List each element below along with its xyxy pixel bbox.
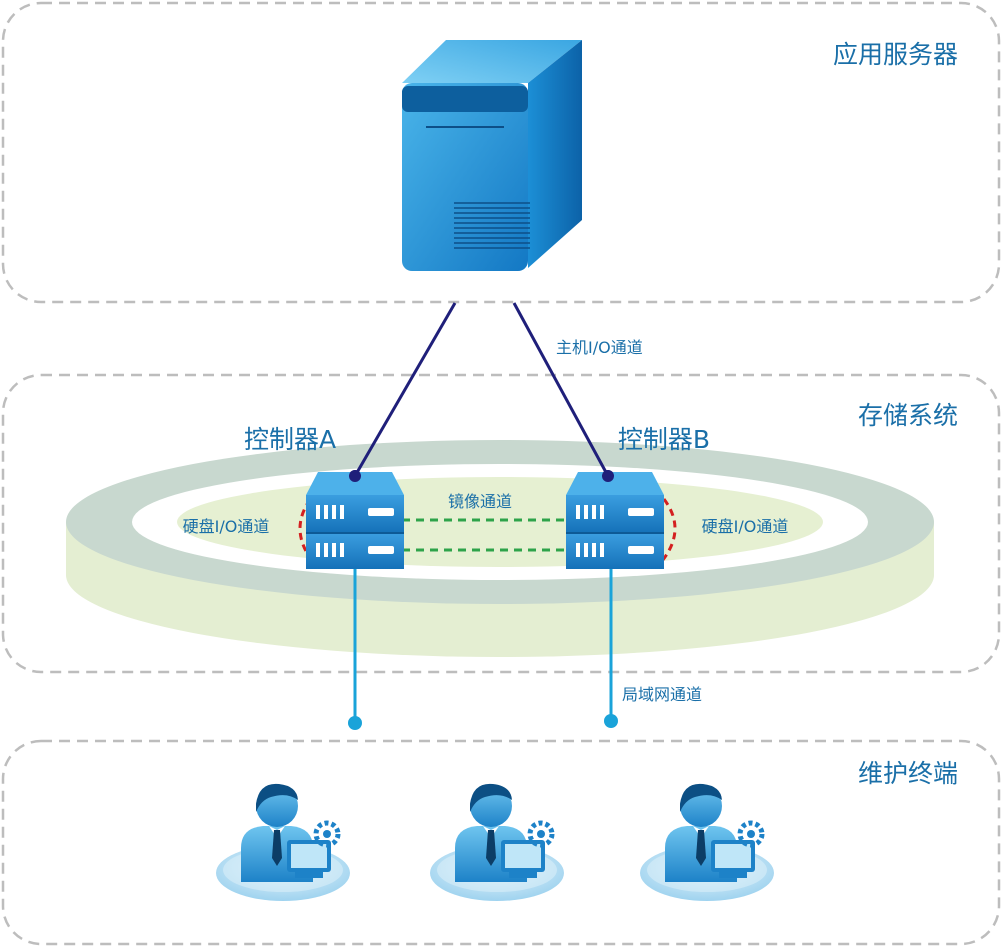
lan-endpoint-a [348, 716, 362, 730]
zone-maintenance-terminal: 维护终端 [1, 739, 1001, 946]
terminal-1 [216, 783, 350, 901]
controller-a-icon [306, 472, 404, 569]
disk-io-label-right: 硬盘I/O通道 [702, 517, 789, 536]
user-terminal-icon [216, 783, 350, 901]
mirror-channel-label: 镜像通道 [448, 492, 512, 511]
server-icon [402, 40, 582, 271]
user-terminal-icon [640, 783, 774, 901]
user-terminal-icon [430, 783, 564, 901]
zone-storage-system: 存储系统 [1, 373, 1001, 674]
lan-channel-label: 局域网通道 [622, 685, 702, 704]
lan-endpoint-b [604, 714, 618, 728]
zone-title-app-server: 应用服务器 [833, 40, 958, 69]
lan-link [348, 569, 618, 730]
zone-title-storage-system: 存储系统 [858, 401, 958, 430]
host-io-label: 主机I/O通道 [556, 338, 643, 357]
controller-b-title: 控制器B [618, 425, 710, 454]
zone-title-maintenance-terminal: 维护终端 [858, 759, 958, 788]
zone-app-server: 应用服务器 [1, 1, 1001, 304]
storage-platform [66, 440, 934, 657]
terminal-2 [430, 783, 564, 901]
disk-io-label-left: 硬盘I/O通道 [183, 517, 270, 536]
controller-a-title: 控制器A [244, 425, 336, 454]
terminal-3 [640, 783, 774, 901]
controller-b-icon [566, 472, 664, 569]
